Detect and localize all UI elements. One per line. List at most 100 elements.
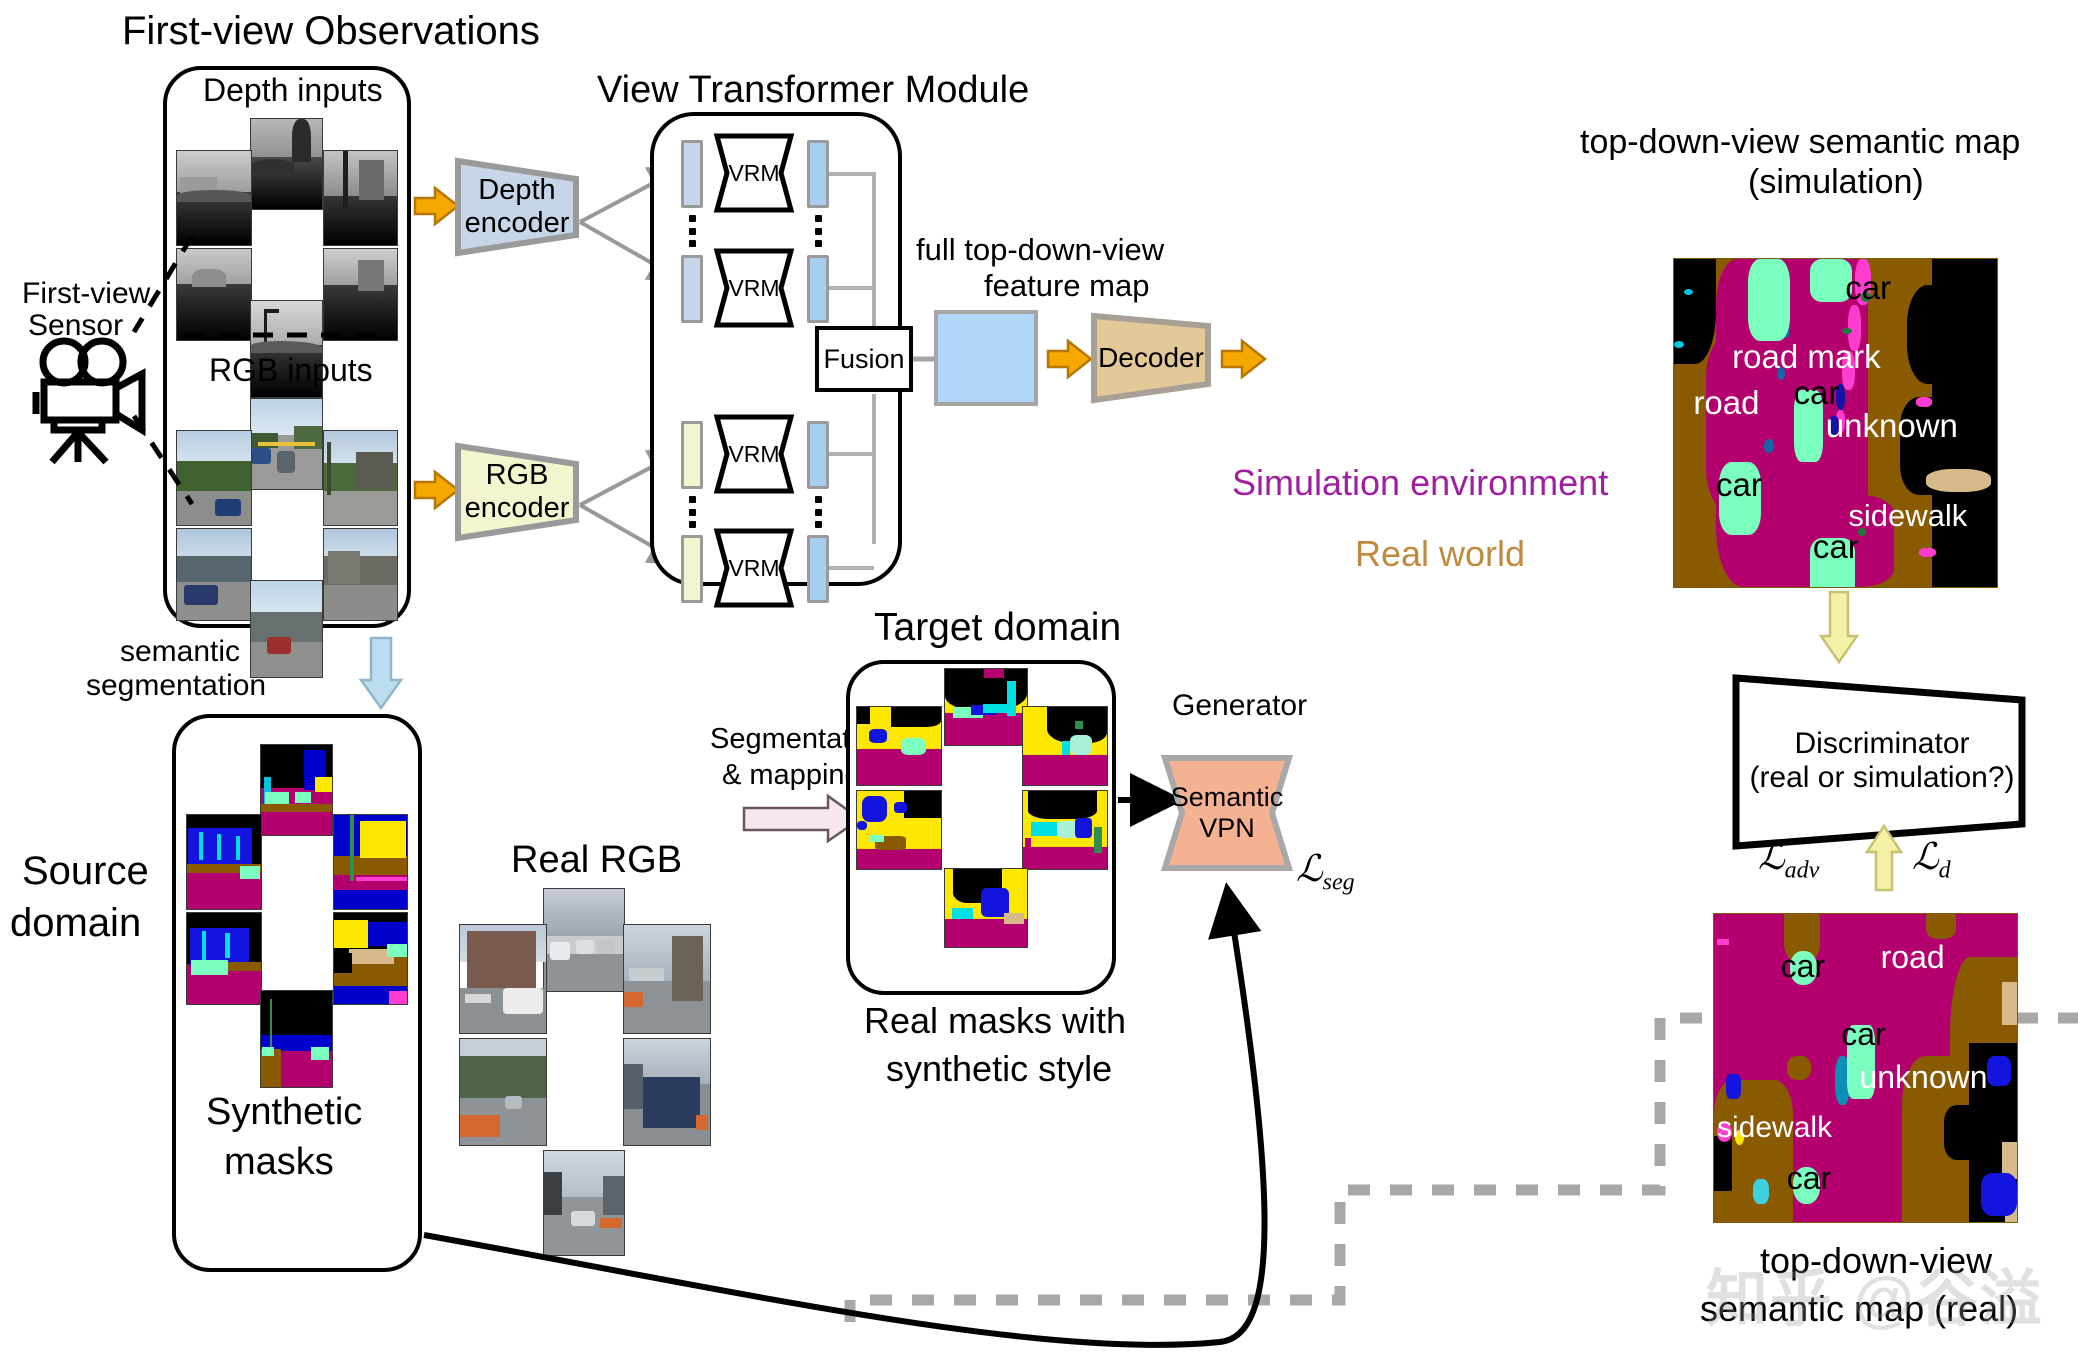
vrm-label: VRM: [728, 554, 780, 581]
synthetic-mask-thumb-bottom: [260, 990, 333, 1088]
vtm-output-bar-depth-1: [807, 140, 829, 208]
arrow-rgb-to-encoder: [413, 469, 461, 511]
arrow-target-domain-to-generator: [1118, 773, 1184, 827]
loss-adv-symbol: ℒ: [1758, 837, 1785, 878]
real-rgb-thumb-bottom: [543, 1150, 625, 1256]
semantic-map-real-label: sidewalk: [1717, 1111, 1833, 1145]
loss-d-symbol: ℒ: [1912, 837, 1939, 878]
real-masks-caption-line1: Real masks with: [864, 1000, 1127, 1041]
semantic-map-real-label: car: [1786, 1160, 1832, 1197]
discriminator-label-line2: (real or simulation?): [1749, 761, 2015, 794]
title-topdown-semantic-map-sim-sub: (simulation): [1748, 163, 1924, 201]
depth-thumb-bottom: [250, 300, 323, 398]
vtm-input-bar-depth-2: [681, 255, 703, 323]
semantic-map-real-label: car: [1841, 1015, 1886, 1052]
rgb-thumbnail-grid: [176, 398, 398, 678]
discriminator-block[interactable]: Discriminator (real or simulation?): [1732, 672, 2032, 850]
semantic-segmentation-label-line1: semantic: [120, 635, 241, 668]
vtm-input-bar-rgb-2: [681, 535, 703, 603]
segmentation-mapping-label-line2: & mapping: [722, 759, 861, 791]
real-rgb-thumb-left-upper: [459, 924, 547, 1034]
full-feature-map-label-line1: full top-down-view: [916, 232, 1165, 267]
semantic-map-sim-label: road mark: [1732, 337, 1881, 375]
vrm-label: VRM: [728, 274, 780, 301]
depth-thumb-left-upper: [176, 150, 252, 246]
generator-label-line2: VPN: [1199, 813, 1255, 843]
vrm-label: VRM: [728, 159, 780, 186]
vtm-output-bar-rgb-1: [807, 421, 829, 489]
first-view-sensor-label-line2: Sensor: [28, 309, 124, 342]
simulation-environment-label: Simulation environment: [1232, 462, 1609, 503]
semantic-map-sim-label: car: [1793, 373, 1840, 411]
synthetic-masks-caption-line2: masks: [224, 1141, 334, 1183]
real-masks-caption-line2: synthetic style: [886, 1048, 1113, 1089]
topdown-real-caption-line2: semantic map (real): [1700, 1288, 2019, 1329]
vtm-ellipsis-depth-left: [688, 215, 696, 247]
topdown-semantic-map-simulation: car road mark road car unknown car sidew…: [1673, 258, 1998, 588]
vrm-block-depth-2[interactable]: VRM: [713, 247, 795, 329]
rgb-inputs-label: RGB inputs: [209, 352, 373, 388]
rgb-thumb-bottom: [250, 580, 323, 678]
title-first-view-observations: First-view Observations: [122, 9, 540, 53]
loss-seg-subscript: seg: [1322, 869, 1355, 896]
semantic-map-sim-label: sidewalk: [1848, 498, 1968, 534]
decoder-block[interactable]: Decoder: [1090, 312, 1212, 404]
real-rgb-label: Real RGB: [511, 839, 683, 881]
synthetic-mask-grid: [186, 744, 408, 1088]
vtm-input-bar-depth-1: [681, 140, 703, 208]
arrow-sim-map-to-discriminator: [1818, 590, 1860, 665]
depth-encoder-block[interactable]: Depth encoder: [454, 157, 580, 257]
real-world-label: Real world: [1355, 533, 1526, 574]
discriminator-label-line1: Discriminator: [1794, 727, 1970, 760]
real-rgb-thumb-left-lower: [459, 1038, 547, 1146]
real-mask-thumb-right-lower: [1022, 790, 1108, 870]
vtm-output-bar-depth-2: [807, 255, 829, 323]
semantic-map-sim-label: unknown: [1825, 406, 1958, 444]
semantic-map-real-label: unknown: [1859, 1058, 1988, 1095]
vtm-ellipsis-rgb-right: [814, 496, 822, 528]
generator-label: Generator: [1172, 689, 1308, 722]
arrow-semantic-segmentation-down: [358, 636, 404, 711]
real-mask-thumb-left-lower: [856, 790, 942, 870]
synthetic-mask-thumb-right-upper: [333, 814, 408, 910]
source-domain-label-line2: domain: [10, 901, 142, 945]
generator-semantic-vpn-block[interactable]: Semantic VPN: [1160, 753, 1294, 873]
source-domain-label-line1: Source: [22, 849, 149, 893]
arrow-segmentation-and-mapping: [742, 793, 863, 844]
rgb-thumb-top: [250, 398, 323, 490]
arrow-loss-seg-feedback: [423, 882, 1268, 1348]
vrm-block-rgb-2[interactable]: VRM: [713, 527, 795, 609]
semantic-map-real-label: car: [1780, 947, 1826, 984]
sim-real-boundary-dashed: [844, 1012, 2078, 1330]
vrm-block-rgb-1[interactable]: VRM: [713, 413, 795, 495]
vtm-ellipsis-depth-right: [814, 215, 822, 247]
synthetic-mask-thumb-right-lower: [333, 912, 408, 1005]
semantic-map-sim-label: car: [1845, 268, 1892, 306]
depth-thumb-left-lower: [176, 248, 252, 341]
fusion-block[interactable]: Fusion: [815, 326, 913, 392]
depth-thumb-top: [250, 118, 323, 210]
loss-d-label: ℒd: [1912, 836, 1951, 885]
arrow-depth-to-encoder: [413, 185, 461, 227]
depth-inputs-label: Depth inputs: [203, 72, 383, 108]
real-rgb-thumb-top: [543, 888, 625, 992]
loss-adv-label: ℒadv: [1758, 836, 1819, 885]
synthetic-mask-thumb-top: [260, 744, 333, 836]
depth-thumbnail-grid: [176, 118, 398, 398]
rgb-thumb-right-upper: [323, 430, 398, 526]
loss-adv-subscript: adv: [1784, 857, 1820, 884]
vrm-block-depth-1[interactable]: VRM: [713, 132, 795, 214]
semantic-map-sim-label: car: [1715, 465, 1762, 503]
topdown-semantic-map-real: car road car unknown sidewalk car: [1713, 913, 2018, 1223]
real-masks-synthetic-style-grid: [856, 668, 1108, 948]
semantic-map-sim-label: road: [1693, 383, 1760, 421]
topdown-real-caption-line1: top-down-view: [1760, 1240, 1993, 1281]
arrow-loss-upward: [1864, 823, 1904, 892]
semantic-map-sim-label: car: [1812, 527, 1859, 565]
vtm-output-bar-rgb-2: [807, 535, 829, 603]
real-mask-thumb-right-upper: [1022, 706, 1108, 786]
synthetic-mask-thumb-left-lower: [186, 912, 262, 1005]
depth-thumb-right-upper: [323, 150, 398, 246]
real-rgb-thumb-right-lower: [623, 1038, 711, 1146]
